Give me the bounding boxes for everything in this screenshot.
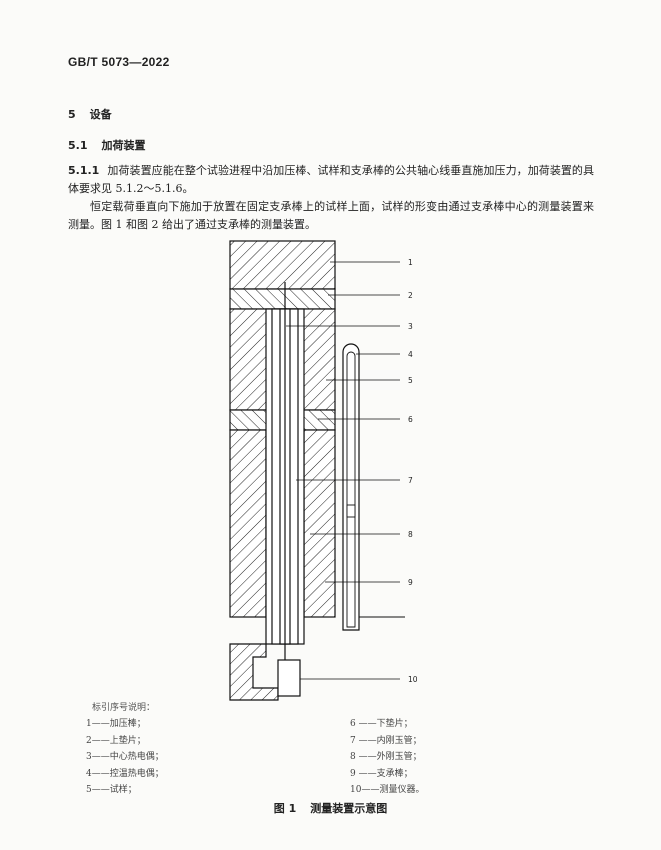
legend-item: 1——加压棒； [86,719,146,729]
support-bar-left-part [229,429,267,618]
clause-paragraph-2: 恒定载荷垂直向下施加于放置在固定支承棒上的试样上面，试样的形变由通过支承棒中心的… [68,200,594,231]
legend-left: 1——加压棒； 2——上垫片； 3——中心热电偶； 4——控温热电偶； 5——试… [86,716,164,799]
legend-item: 8 ——外刚玉管； [350,752,422,762]
callout-label: 8 [408,530,413,539]
callout-label: 2 [408,291,413,300]
support-bar-right-part [303,429,336,618]
legend-item: 3——中心热电偶； [86,752,164,762]
legend-item: 4——控温热电偶； [86,768,164,779]
clause-number: 5.1.1 [68,164,100,177]
legend-item: 2——上垫片； [86,735,146,746]
subsection-heading: 5.1 加荷装置 [68,137,146,153]
callout-label: 7 [408,476,413,485]
callout-label: 4 [408,350,413,359]
legend-item: 7 ——内刚玉管； [350,735,422,746]
callout-label: 3 [408,322,413,331]
standard-number: GB/T 5073—2022 [68,55,170,69]
base-bracket-part [229,643,279,701]
legend-item: 6 ——下垫片； [350,719,413,729]
figure-number: 图 1 [273,802,297,815]
legend-item: 5——试样； [86,785,137,795]
callout-label: 5 [408,376,413,385]
pressure-bar-part [229,240,336,290]
section-heading: 5 设备 [68,106,112,122]
callout-label: 6 [408,415,413,424]
legend-right: 6 ——下垫片； 7 ——内刚玉管； 8 ——外刚玉管； 9 ——支承棒； 10… [350,716,424,799]
legend-title: 标引序号说明： [92,703,156,713]
figure-caption: 图 1 测量装置示意图 [0,800,661,816]
legend-item: 10——测量仪器。 [350,785,425,795]
subsection-number: 5.1 [68,139,88,152]
control-thermocouple-part [342,343,360,631]
callout-label: 9 [408,578,413,587]
measuring-instrument-part [277,659,301,697]
upper-pad-part [229,288,336,310]
figure-title: 测量装置示意图 [310,802,388,815]
section-number: 5 [68,108,76,121]
legend-item: 9 ——支承棒； [350,768,413,779]
section-title: 设备 [89,108,112,121]
callout-label: 1 [408,258,413,267]
clause-text: 加荷装置应能在整个试验进程中沿加压棒、试样和支承棒的公共轴心线垂直施加压力，加荷… [68,164,594,195]
subsection-title: 加荷装置 [101,139,146,152]
callout-label: 10 [408,675,418,684]
